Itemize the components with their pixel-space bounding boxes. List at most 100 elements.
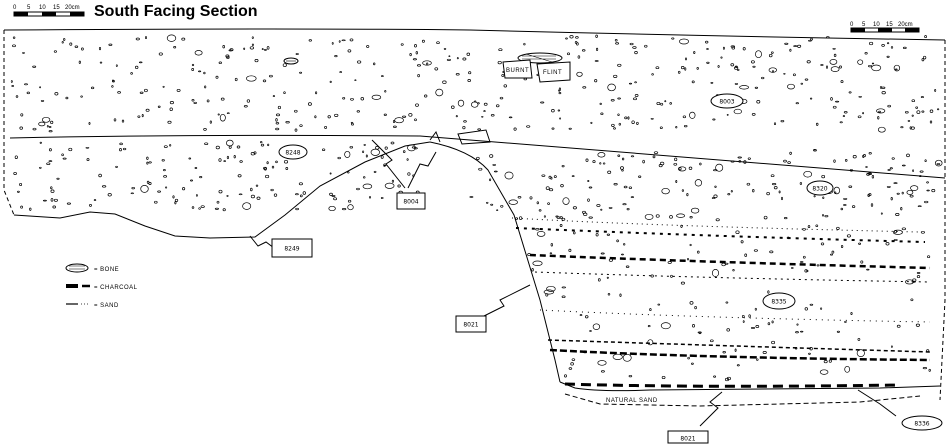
stone [32, 65, 37, 68]
stone [162, 85, 165, 88]
stone [191, 63, 195, 67]
stone [690, 207, 700, 214]
stone [517, 196, 522, 199]
stone [606, 233, 611, 236]
stone [111, 85, 114, 88]
stone [267, 143, 270, 147]
stone [172, 195, 175, 199]
stone [62, 157, 67, 160]
stone [529, 196, 533, 200]
stone [489, 154, 494, 158]
stone [628, 82, 633, 85]
stone [611, 123, 615, 127]
stone [270, 188, 274, 192]
stone [849, 168, 853, 172]
stone [682, 115, 687, 119]
stone [462, 57, 467, 61]
stone [556, 216, 561, 219]
stone [789, 151, 792, 155]
stone [122, 147, 127, 151]
stone [887, 169, 891, 171]
stone [363, 143, 366, 146]
stone [140, 185, 149, 193]
stone [756, 358, 759, 361]
stone [209, 120, 212, 124]
stone [794, 347, 798, 350]
stone-large [457, 129, 491, 145]
stone [597, 278, 601, 282]
stone [829, 59, 838, 65]
stone [234, 77, 238, 82]
stone [683, 124, 688, 128]
stone [617, 154, 621, 157]
scale-label: 5 [27, 5, 31, 11]
stone [721, 262, 726, 267]
stone [915, 106, 919, 109]
stone [474, 100, 477, 103]
stone [341, 208, 347, 211]
stone [315, 91, 318, 95]
stone [896, 324, 901, 328]
stone [802, 227, 806, 231]
stone [727, 193, 731, 196]
layer-boundary-8003 [9, 134, 946, 179]
stone [711, 269, 720, 277]
stone [752, 65, 756, 68]
stone [130, 72, 133, 75]
stone [157, 105, 161, 108]
stone [679, 38, 689, 45]
stone [54, 92, 59, 96]
stone [928, 368, 931, 372]
stone [526, 125, 531, 128]
stone [608, 206, 613, 209]
stone [832, 47, 836, 50]
stone [500, 204, 504, 208]
stone [86, 158, 90, 162]
stone [886, 185, 891, 188]
stone [771, 70, 775, 73]
stone [130, 192, 134, 195]
stone [246, 75, 257, 82]
stone [890, 197, 893, 201]
stone [462, 125, 466, 130]
stone [338, 40, 341, 43]
stone [564, 374, 567, 378]
stone [906, 153, 910, 158]
stone [551, 109, 555, 113]
stone [249, 46, 255, 50]
stone [843, 111, 848, 114]
stone [547, 202, 550, 205]
stone [901, 164, 906, 167]
stone [831, 250, 835, 254]
stone [469, 196, 474, 198]
stone [275, 118, 278, 122]
svg-text:8320: 8320 [812, 186, 827, 193]
stone [820, 242, 825, 246]
stone [771, 320, 774, 324]
stone [327, 115, 331, 119]
stone [712, 118, 716, 121]
context-8021-lower: 8021 [667, 391, 723, 444]
stone [687, 356, 690, 360]
stone [414, 44, 417, 48]
stone [237, 174, 242, 178]
stone [786, 236, 790, 240]
stone [154, 200, 158, 204]
stone [415, 51, 418, 55]
stone [88, 121, 91, 125]
stone [273, 193, 278, 197]
stone [112, 79, 114, 83]
stone [566, 52, 571, 56]
stone [380, 155, 384, 159]
stone [113, 118, 117, 122]
stone [347, 49, 352, 53]
stone [299, 124, 303, 127]
stone [742, 320, 745, 323]
stone [819, 369, 829, 375]
stone [869, 41, 874, 46]
stone [804, 307, 808, 311]
stone [820, 64, 824, 66]
stone [191, 99, 195, 102]
stone [144, 88, 148, 93]
stone [592, 323, 601, 330]
